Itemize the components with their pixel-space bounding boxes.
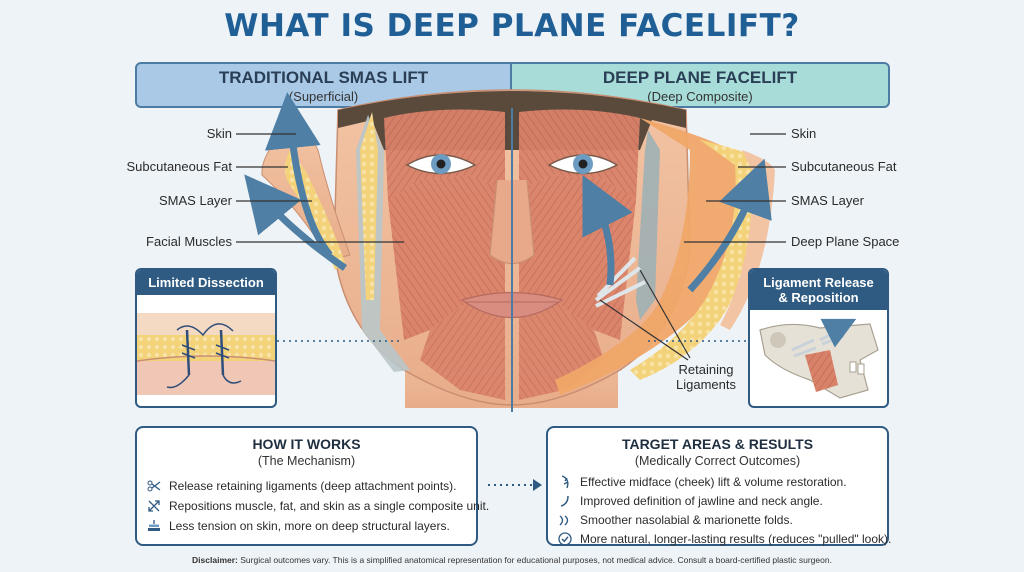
limited-dissection-inset: Limited Dissection	[135, 268, 277, 408]
disclaimer: Disclaimer: Surgical outcomes vary. This…	[0, 555, 1024, 565]
how-it-works-item: Less tension on skin, more on deep struc…	[147, 516, 476, 536]
how-it-works-box: HOW IT WORKS (The Mechanism) Release ret…	[135, 426, 489, 546]
target-areas-text: Effective midface (cheek) lift & volume …	[580, 474, 847, 489]
target-areas-title: TARGET AREAS & RESULTS	[621, 436, 814, 452]
target-areas-item: Improved definition of jawline and neck …	[558, 491, 887, 510]
target-areas-text: Smoother nasolabial & marionette folds.	[580, 512, 793, 527]
ligament-release-inset: Ligament Release & Reposition	[748, 268, 889, 408]
left-eye	[405, 154, 477, 175]
target-areas-box: TARGET AREAS & RESULTS (Medically Correc…	[546, 426, 891, 548]
disclaimer-text: Surgical outcomes vary. This is a simpli…	[240, 555, 832, 565]
how-it-works-title: HOW IT WORKS	[252, 436, 361, 452]
left-label-skin: Skin	[206, 126, 232, 141]
midface-lift-arrow	[582, 174, 633, 286]
target-areas-text: Improved definition of jawline and neck …	[580, 493, 823, 508]
how-it-works-text: Repositions muscle, fat, and skin as a s…	[169, 499, 490, 513]
page-title: WHAT IS DEEP PLANE FACELIFT?	[224, 8, 800, 44]
ligament-release-illustration	[759, 318, 879, 399]
right-composite-layer	[555, 118, 748, 395]
reposition-arrows-icon	[147, 499, 161, 513]
retaining-ligaments	[594, 256, 646, 308]
cheek-icon	[558, 474, 572, 489]
jawline-icon	[558, 494, 572, 508]
left-label-smas: SMAS Layer	[159, 193, 232, 208]
disclaimer-label: Disclaimer:	[192, 555, 238, 565]
check-icon	[558, 531, 572, 546]
limited-dissection-title: Limited Dissection	[137, 270, 275, 295]
target-areas-item: Effective midface (cheek) lift & volume …	[558, 472, 887, 491]
how-it-works-subtitle: (The Mechanism)	[257, 454, 356, 468]
deep-plane-header: DEEP PLANE FACELIFT (Deep Composite)	[512, 62, 890, 108]
how-it-works-item: Release retaining ligaments (deep attach…	[147, 476, 476, 496]
scissors-icon	[147, 479, 161, 493]
target-areas-item: Smoother nasolabial & marionette folds.	[558, 510, 887, 529]
left-label-fat: Subcutaneous Fat	[126, 159, 232, 174]
right-label-deep-plane: Deep Plane Space	[791, 234, 900, 249]
right-label-skin: Skin	[791, 126, 817, 141]
ligament-release-title: Ligament Release & Reposition	[750, 270, 887, 310]
deep-plane-title: DEEP PLANE FACELIFT	[602, 68, 798, 87]
left-upper-lift-arrow	[264, 92, 333, 258]
right-label-fat: Subcutaneous Fat	[791, 159, 897, 174]
target-areas-subtitle: (Medically Correct Outcomes)	[634, 454, 801, 468]
how-it-works-text: Release retaining ligaments (deep attach…	[169, 479, 457, 493]
target-areas-item: More natural, longer-lasting results (re…	[558, 529, 891, 548]
left-lower-lift-arrow	[244, 174, 347, 271]
layers-icon	[147, 519, 161, 533]
deep-plane-subtitle: (Deep Composite)	[647, 89, 753, 104]
right-label-smas: SMAS Layer	[791, 193, 864, 208]
how-it-works-item: Repositions muscle, fat, and skin as a s…	[147, 496, 489, 516]
folds-icon	[558, 513, 572, 527]
retaining-ligaments-label: Retaining Ligaments	[676, 362, 736, 392]
right-lift-arrow	[687, 158, 772, 293]
left-label-muscles: Facial Muscles	[146, 234, 232, 249]
right-eye	[547, 154, 619, 175]
traditional-smas-title: TRADITIONAL SMAS LIFT	[218, 68, 429, 87]
how-it-works-text: Less tension on skin, more on deep struc…	[169, 519, 450, 533]
target-areas-text: More natural, longer-lasting results (re…	[580, 531, 892, 546]
limited-dissection-illustration	[137, 313, 275, 395]
